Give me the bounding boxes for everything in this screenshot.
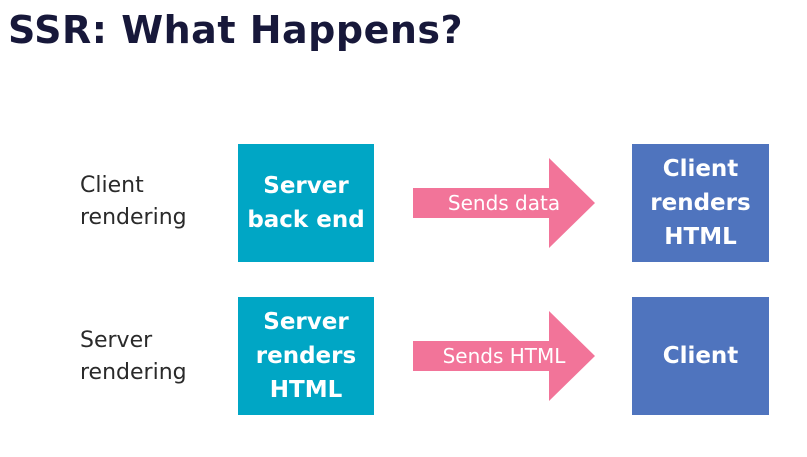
box-text-line: Client	[662, 156, 739, 182]
box-text-line: HTML	[269, 377, 343, 403]
box-text-line: HTML	[664, 224, 737, 250]
row-label-line: rendering	[80, 360, 187, 385]
box-text-line: Client	[662, 343, 739, 369]
client-box: Client	[632, 297, 769, 415]
page-title: SSR: What Happens?	[8, 8, 464, 52]
client-renders-html-box: Client renders HTML	[632, 144, 769, 262]
box-text-line: renders	[255, 343, 357, 369]
arrow-shape	[413, 311, 595, 401]
arrow-label-sends-html: Sends HTML	[442, 344, 566, 368]
server-renders-html-box: Server renders HTML	[238, 297, 374, 415]
box-text-line: renders	[650, 190, 751, 216]
sends-html-arrow	[413, 311, 595, 401]
server-back-end-box: Server back end	[238, 144, 374, 262]
arrow-shape	[413, 158, 595, 248]
row-label-line: Server	[80, 328, 153, 353]
arrow-label-sends-data: Sends data	[447, 191, 561, 215]
box-text-line: Server	[263, 309, 349, 335]
row-label-line: Client	[80, 173, 144, 198]
box-text-line: Server	[263, 173, 349, 199]
row-label-server-rendering: Server rendering	[80, 325, 230, 389]
row-label-line: rendering	[80, 205, 187, 230]
row-label-client-rendering: Client rendering	[80, 170, 230, 234]
sends-data-arrow	[413, 158, 595, 248]
box-text-line: back end	[247, 207, 365, 233]
